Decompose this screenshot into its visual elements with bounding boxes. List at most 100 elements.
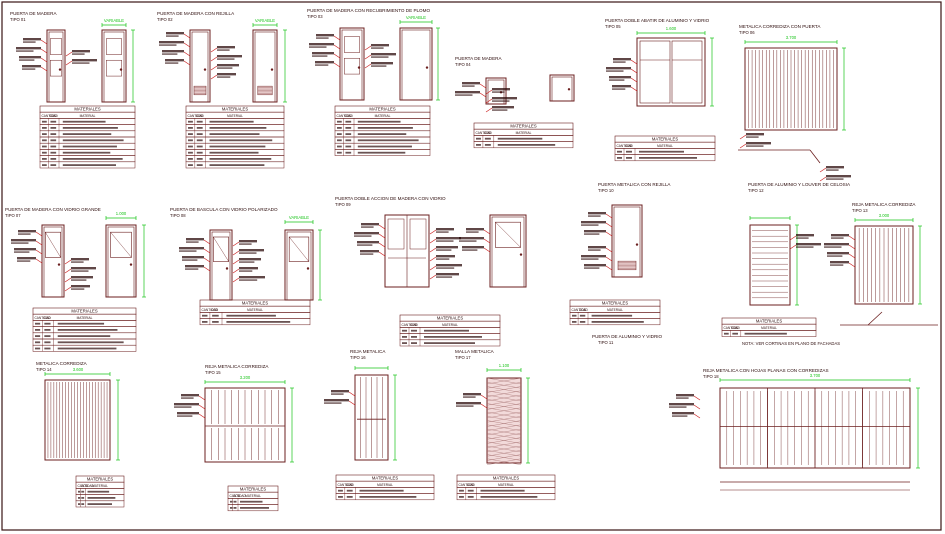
annotation-text-block: [826, 175, 851, 178]
leader-line: [210, 47, 218, 53]
annotation-text-block: [436, 237, 461, 240]
leader-line: [198, 404, 206, 410]
leader-line: [605, 231, 613, 237]
annotation-text-block: [371, 65, 387, 67]
annotation-text-block: [312, 52, 334, 55]
table-row: [721, 330, 817, 337]
annotation-text-block: [179, 250, 197, 252]
table-header-cod: COD: [43, 316, 51, 320]
annotation-text-block: [459, 240, 477, 242]
table-cell-text-block: [35, 341, 41, 344]
annotation-text-block: [217, 76, 231, 78]
table-cell-text-block: [209, 164, 265, 166]
table-title: MATERIALES: [87, 477, 113, 482]
annotation-text-block: [159, 41, 184, 44]
detail-title: PUERTA DE ALUMINIO Y VIDRIO: [592, 334, 663, 339]
leader-line: [64, 259, 72, 265]
table-cell-text-block: [42, 120, 47, 123]
annotation-text-block: [436, 264, 462, 267]
table-cell-text-block: [196, 133, 203, 135]
annotation-text-block: [217, 55, 242, 58]
annotation-text-block: [606, 70, 624, 72]
annotation-text-block: [217, 58, 235, 60]
table-cell-text-block: [345, 145, 352, 148]
leader-line: [479, 83, 487, 89]
mesh-wire: [486, 445, 522, 453]
section-line: [809, 149, 821, 164]
table-cell-text-block: [188, 120, 193, 123]
leader-line: [605, 256, 613, 262]
table-cell-text-block: [338, 496, 343, 498]
annotation-text-block: [456, 402, 481, 405]
mesh-wire: [486, 437, 522, 444]
annotation-text-block: [436, 246, 458, 249]
annotation-text-block: [466, 228, 484, 231]
table-row: [614, 154, 716, 162]
table-cell-text-block: [240, 500, 263, 503]
annotation-text-block: [177, 412, 199, 415]
annotation-text-block: [324, 402, 342, 404]
leader-line: [183, 33, 191, 39]
table-cell-text-block: [44, 335, 51, 337]
table-cell-text-block: [196, 139, 203, 142]
table-cell-text-block: [62, 164, 116, 166]
annotation-text-block: [361, 223, 379, 226]
leader-line: [232, 259, 240, 265]
table-cell-text-block: [62, 120, 106, 123]
annotation-text-block: [455, 94, 473, 96]
detail-title: MALLA METALICA: [455, 349, 495, 354]
leader-line: [364, 54, 372, 60]
leader-line: [364, 63, 372, 69]
table-cell-text-block: [42, 139, 47, 142]
table-cell-text-block: [209, 139, 273, 142]
leader-line: [40, 48, 48, 54]
leader-line: [40, 39, 48, 45]
leader-line: [65, 51, 73, 57]
annotation-text-block: [676, 397, 689, 399]
annotation-text-block: [584, 264, 606, 267]
table-cell-text-block: [240, 507, 269, 509]
annotation-text-block: [824, 246, 842, 248]
mesh-wire: [486, 428, 522, 436]
leader-line: [333, 44, 341, 50]
annotation-text-block: [185, 265, 204, 268]
annotation-text-block: [165, 62, 179, 64]
table-cell-text-block: [188, 139, 193, 142]
annotation-text-block: [181, 397, 194, 399]
leader-line: [210, 74, 218, 80]
leader-line: [739, 134, 747, 140]
annotation-text-block: [436, 267, 455, 269]
detail-tipo: TIPO 17: [455, 355, 471, 360]
table-cell-text-block: [484, 137, 491, 140]
table-row: [569, 318, 661, 326]
table-cell-text-block: [62, 127, 118, 129]
table-cell-text-block: [42, 158, 47, 160]
leader-line: [35, 249, 43, 255]
annotation-text-block: [436, 249, 452, 251]
leader-line: [64, 268, 72, 274]
annotation-text-block: [239, 252, 257, 254]
annotation-text-block: [309, 43, 334, 46]
gate-15-frame: [204, 387, 286, 463]
door-09-glass: [387, 218, 405, 250]
annotation-text-block: [459, 237, 484, 240]
annotation-text-block: [217, 49, 230, 51]
detail-title: METALICA CORREDIZA: [36, 361, 88, 366]
table-title: MATERIALES: [652, 137, 678, 142]
annotation-text-block: [18, 230, 36, 233]
annotation-text-block: [174, 406, 192, 408]
door-handle: [519, 253, 523, 256]
section-line: [867, 311, 883, 326]
door-glass: [495, 221, 521, 248]
table-cell-text-block: [724, 332, 729, 335]
annotation-text-block: [186, 241, 199, 243]
table-row: [456, 493, 556, 501]
table-cell-text-block: [50, 127, 57, 129]
table-header-cantidad: CANTIDAD: [476, 131, 493, 135]
dimension-label: VARIABLE: [406, 15, 426, 20]
door-05-leaf-left: [639, 40, 671, 104]
leader-line: [693, 395, 701, 401]
leader-line: [232, 241, 240, 247]
annotation-text-block: [174, 403, 199, 406]
table-cell-text-block: [402, 336, 407, 338]
